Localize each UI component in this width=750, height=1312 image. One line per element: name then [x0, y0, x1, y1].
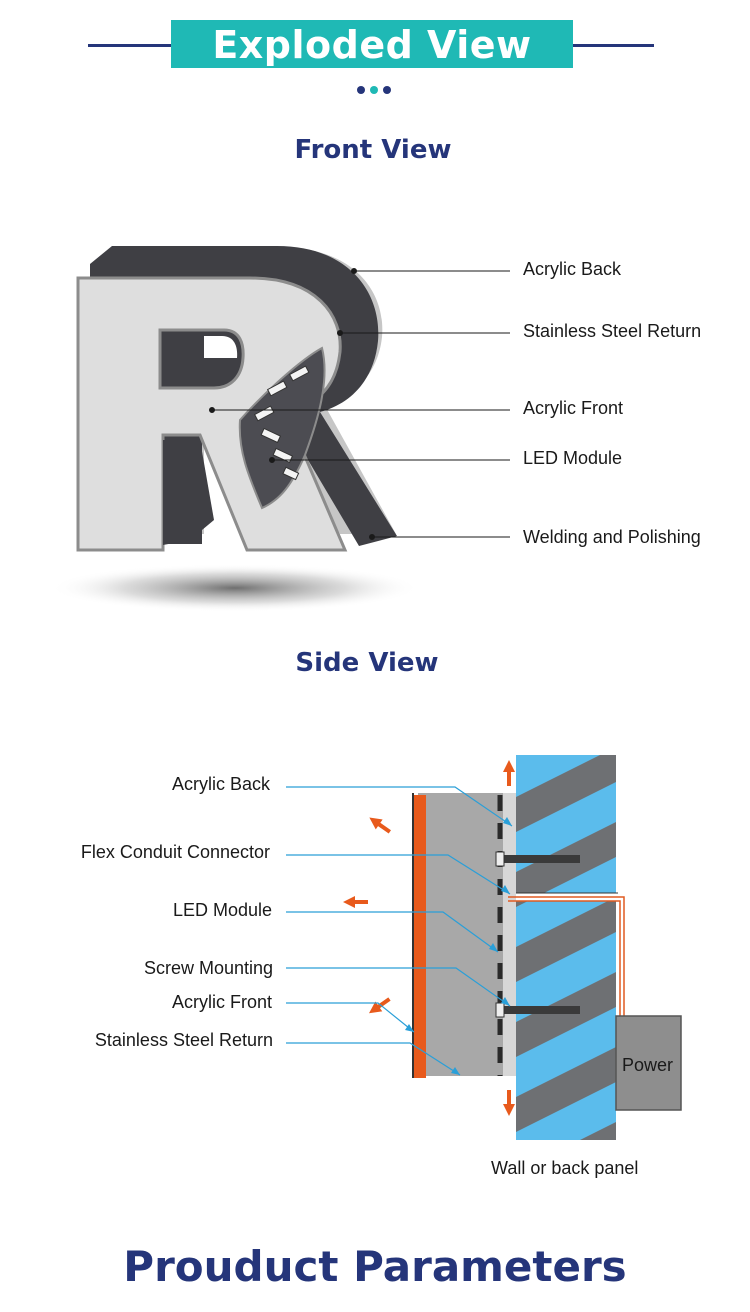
- exploded-view-banner: Exploded View: [171, 20, 573, 68]
- wall-panel: [516, 755, 616, 1140]
- side-label-acrylic-back: Acrylic Back: [171, 774, 270, 794]
- side-label-acrylic-front: Acrylic Front: [171, 992, 272, 1012]
- screw-bottom: [500, 1006, 580, 1014]
- acrylic-front-plate: [413, 795, 426, 1078]
- power-box: [615, 1015, 682, 1111]
- product-parameters-title: Prouduct Parameters: [123, 1242, 627, 1291]
- sign-body: [418, 793, 503, 1076]
- front-label-led-module: LED Module: [523, 448, 623, 468]
- decor-dot-right: [383, 86, 391, 94]
- front-label-welding: Welding and Polishing: [523, 527, 701, 547]
- led-channel: [238, 346, 326, 510]
- orange-arrows: [343, 760, 515, 1116]
- front-label-steel-return: Stainless Steel Return: [523, 321, 702, 341]
- side-leader-lines: [286, 786, 513, 1076]
- decor-dot-middle: [370, 86, 378, 94]
- side-label-screw-mounting: Screw Mounting: [143, 958, 273, 978]
- side-label-steel-return: Stainless Steel Return: [94, 1030, 273, 1050]
- side-view-title: Side View: [295, 648, 439, 678]
- acrylic-back-plate: [503, 793, 516, 1076]
- header-rule-left: [88, 44, 172, 47]
- power-cable: [508, 896, 625, 1016]
- side-label-flex-conduit: Flex Conduit Connector: [80, 842, 270, 862]
- front-label-acrylic-back: Acrylic Back: [523, 259, 622, 279]
- front-label-acrylic-front: Acrylic Front: [523, 398, 624, 418]
- front-leader-lines: [209, 268, 510, 540]
- letter-shadow: [50, 564, 420, 612]
- front-view-title: Front View: [294, 135, 452, 165]
- power-label: Power: [622, 1055, 674, 1075]
- wall-caption: Wall or back panel: [491, 1158, 639, 1178]
- screw-top: [500, 855, 580, 863]
- led-modules: [253, 365, 310, 481]
- header-rule-right: [572, 44, 654, 47]
- side-label-led-module: LED Module: [172, 900, 272, 920]
- decor-dot-left: [357, 86, 365, 94]
